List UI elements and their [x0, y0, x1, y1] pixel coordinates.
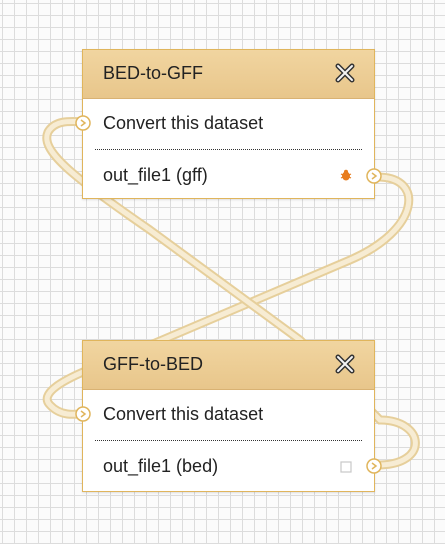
- node-output-row: out_file1 (gff): [83, 154, 374, 198]
- workflow-node-gff-to-bed[interactable]: GFF-to-BED Convert this dataset out_file…: [75, 340, 382, 492]
- input-terminal[interactable]: [75, 406, 91, 422]
- input-terminal[interactable]: [75, 115, 91, 131]
- node-input-row: Convert this dataset: [83, 393, 374, 437]
- divider: [95, 440, 362, 441]
- empty-checkbox-icon[interactable]: [340, 461, 352, 473]
- node-output-row: out_file1 (bed): [83, 445, 374, 489]
- input-label: Convert this dataset: [103, 113, 264, 133]
- close-icon[interactable]: [334, 62, 356, 84]
- output-label: out_file1 (bed): [103, 456, 219, 476]
- node-title: BED-to-GFF: [103, 63, 204, 83]
- node-header[interactable]: BED-to-GFF: [83, 50, 374, 99]
- divider: [95, 149, 362, 150]
- workflow-node-bed-to-gff[interactable]: BED-to-GFF Convert this dataset out_file…: [75, 49, 382, 199]
- output-terminal[interactable]: [366, 168, 382, 184]
- input-label: Convert this dataset: [103, 404, 264, 424]
- node-title: GFF-to-BED: [103, 354, 204, 374]
- output-terminal[interactable]: [366, 458, 382, 474]
- output-label: out_file1 (gff): [103, 165, 208, 185]
- node-input-row: Convert this dataset: [83, 102, 374, 146]
- close-icon[interactable]: [334, 353, 356, 375]
- node-header[interactable]: GFF-to-BED: [83, 341, 374, 390]
- error-bug-icon[interactable]: [340, 169, 352, 181]
